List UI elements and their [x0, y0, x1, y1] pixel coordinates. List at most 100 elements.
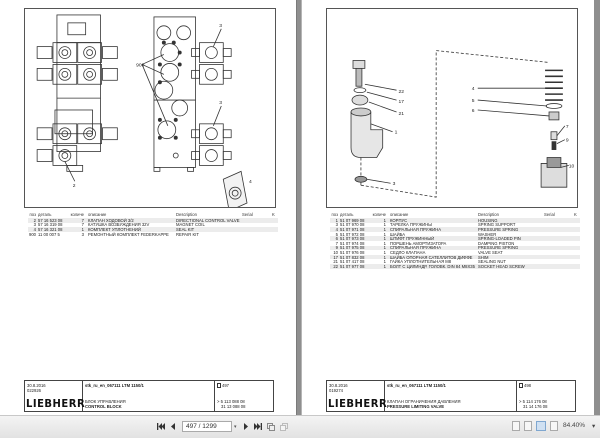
drawing-code: 019274	[329, 388, 343, 393]
cell-en: SOCKET HEAD SCREW	[478, 263, 525, 269]
cell-pos: 900	[29, 231, 36, 237]
page-icon	[519, 383, 523, 388]
parts-table: поз деталь количе описание Description S…	[28, 210, 278, 237]
cell-en: SEALING NUT	[478, 259, 506, 265]
cell-en: MAGNET COIL	[176, 222, 205, 228]
cell-pos: 10	[333, 249, 338, 255]
callout-900: 900	[136, 62, 144, 68]
cell-ru: СПИРАЛЬНАЯ ПРУЖИНА	[390, 245, 442, 251]
page-icon	[217, 383, 221, 388]
cell-ru: ПОРШЕНЬ АМОРТИЗАТОРА	[390, 240, 447, 246]
page-dropdown-icon[interactable]: ▾	[234, 423, 237, 430]
previous-view-icon	[267, 422, 276, 431]
date: 30.8.2016	[329, 383, 348, 388]
next-view-button[interactable]	[280, 422, 289, 432]
page-number: 498	[524, 383, 531, 388]
assembly-number: > 5 113 088 08	[217, 399, 245, 404]
col-en: Description	[176, 211, 197, 217]
assembly-number-alt: 31 14 176 08	[523, 404, 548, 409]
cell-ru: ТАРЕЛКА ПРУЖИНЫ	[390, 222, 432, 228]
cell-pos: 3	[335, 222, 338, 228]
cell-ru: КАТУШКА ВОЗБУЖДЕНИЯ 32V	[88, 222, 150, 228]
cell-ru: ШТИФТ ПРУЖИННЫЙ	[390, 236, 435, 242]
callout-4: 4	[249, 179, 252, 185]
viewer-toolbar: 497 / 1299 ▾ 84.40% ▾	[0, 415, 600, 438]
first-page-icon	[156, 423, 165, 430]
cell-part: 51 07 977 08	[340, 263, 365, 269]
assembly-number: > 5 114 176 08	[519, 399, 547, 404]
pressure-valve-diagram: 22 17 21 1 3 4 5 6 7 9 10	[350, 50, 575, 198]
callout-3a: 3	[219, 23, 222, 29]
control-block-diagram: 900 3 3 2 4	[36, 14, 252, 207]
last-page-icon	[254, 423, 263, 430]
cell-part: 51 07 969 08	[340, 217, 365, 223]
title-block: 30.8.2016 022926 LIEBHERR stk_ru_en_0671…	[24, 380, 274, 412]
cell-qty: 1	[383, 231, 386, 237]
cell-en: DIRECTIONAL CONTROL VALVE	[176, 217, 240, 223]
assembly-number-alt: 31 13 088 08	[221, 404, 246, 409]
next-view-icon	[280, 422, 289, 431]
cell-qty: 1	[383, 245, 386, 251]
page-layout-buttons	[512, 421, 558, 431]
liebherr-logo: LIEBHERR	[26, 398, 86, 411]
cell-en: WASHER	[478, 231, 497, 237]
cell-qty: 1	[383, 254, 386, 260]
cell-en: REPAIR KIT	[176, 231, 199, 237]
col-ru: описание	[88, 211, 107, 217]
zoom-dropdown-icon[interactable]: ▾	[592, 423, 596, 430]
cell-part: 51 07 976 08	[340, 249, 365, 255]
callout-9: 9	[566, 138, 569, 144]
previous-view-button[interactable]	[267, 422, 276, 432]
previous-page-icon	[171, 423, 175, 430]
cell-ru: ГАЙКА УПЛОТНИТЕЛЬНАЯ M8	[390, 259, 452, 265]
continuous-view-button[interactable]	[524, 421, 532, 431]
col-k: K	[272, 211, 275, 217]
callout-21: 21	[399, 111, 405, 117]
cell-en: HOUSING	[478, 217, 498, 223]
previous-page-button[interactable]	[169, 422, 178, 432]
two-page-continuous-button[interactable]	[550, 421, 558, 431]
callout-22: 22	[399, 89, 405, 95]
cell-part: 51 07 970 08	[340, 222, 365, 228]
cell-ru: БОЛТ С ЦИЛИНДР. ГОЛОВК. DIN 84 M8X35	[390, 263, 475, 269]
first-page-button[interactable]	[156, 422, 165, 432]
col-serial: Serial	[544, 211, 555, 217]
assembly-name-ru: КЛАПАН ОГРАНИЧЕНИЯ ДАВЛЕНИЯ	[387, 399, 461, 404]
single-page-view-button[interactable]	[512, 421, 520, 431]
assembly-name-en: CONTROL BLOCK	[85, 404, 122, 409]
cell-pos: 4	[335, 226, 338, 232]
cell-pos: 3	[33, 222, 36, 228]
callout-5: 5	[472, 98, 475, 104]
cell-ru: КОМПЛЕКТ УПЛОТНЕНИЙ	[88, 226, 141, 232]
cell-ru: ШАЙБА	[390, 231, 406, 237]
page-498: 22 17 21 1 3 4 5 6 7 9 10 поз деталь кол…	[302, 0, 594, 415]
cell-part: 57 16 523 08	[38, 217, 63, 223]
cell-en: SPRING SUPPORT	[478, 222, 516, 228]
cell-pos: 7	[335, 240, 338, 246]
cell-en: DAMPING PISTON	[478, 240, 515, 246]
cell-part: 57 16 319 08	[38, 222, 63, 228]
assembly-name-en: PRESSURE LIMITING VALVE	[387, 404, 445, 409]
cell-qty: 1	[383, 236, 386, 242]
next-page-button[interactable]	[241, 422, 250, 432]
cell-qty: 1	[383, 222, 386, 228]
table-header: поз деталь количе описание Description S…	[28, 210, 278, 218]
cell-qty: 1	[383, 263, 386, 269]
cell-pos: 9	[335, 245, 338, 251]
zoom-level[interactable]: 84.40%	[563, 422, 586, 429]
cell-qty: 3	[81, 231, 84, 237]
cell-qty: 1	[383, 217, 386, 223]
two-page-view-button[interactable]	[536, 421, 546, 431]
col-ru: описание	[390, 211, 409, 217]
col-en: Description	[478, 211, 499, 217]
page-number-input[interactable]: 497 / 1299	[182, 421, 232, 432]
cell-pos: 22	[333, 263, 338, 269]
last-page-button[interactable]	[254, 422, 263, 432]
callout-17: 17	[399, 99, 405, 105]
